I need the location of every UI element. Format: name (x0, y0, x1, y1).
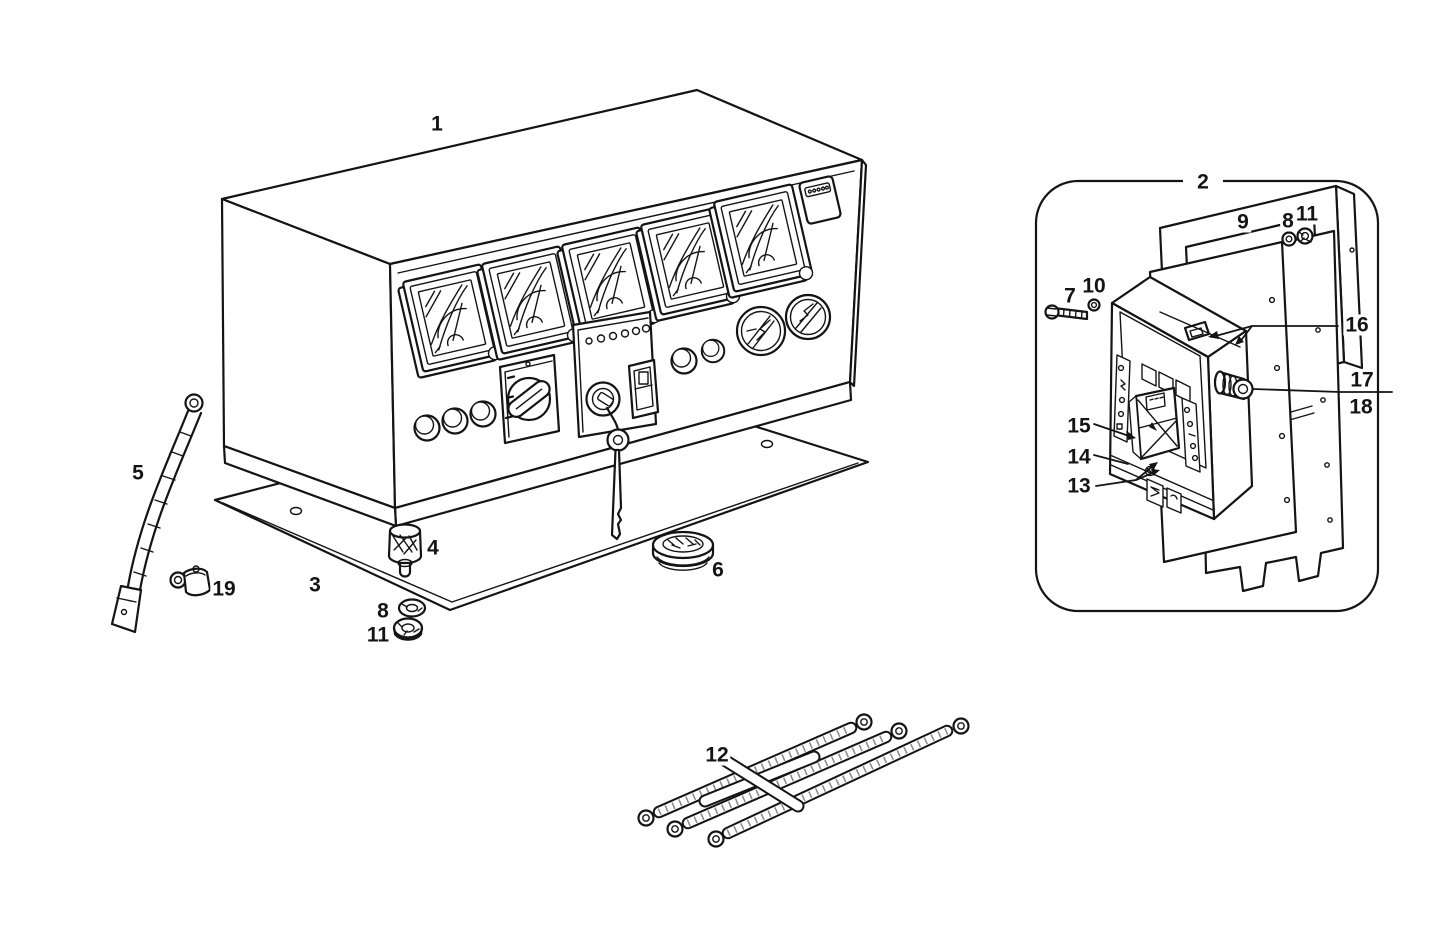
unit-tab (1141, 363, 1157, 387)
callout-part-14: 14 (1065, 445, 1093, 469)
plate-hole (289, 506, 303, 516)
callout-part-3: 3 (307, 573, 323, 597)
washer-lower (397, 598, 427, 618)
rotary-switch (498, 353, 561, 445)
unit-side-face (1206, 329, 1254, 521)
bolt (1044, 304, 1089, 321)
callout-part-5: 5 (130, 461, 146, 485)
callout-part-9: 9 (1235, 210, 1251, 234)
rubber-mount (387, 523, 423, 578)
adjust-knob (1213, 370, 1254, 401)
grommet (651, 530, 715, 571)
callout-part-6: 6 (710, 558, 726, 582)
key-switch-panel (571, 310, 660, 439)
callout-part-13: 13 (1065, 474, 1093, 498)
callout-part-10: 10 (1080, 274, 1108, 298)
battery-strap-set (637, 713, 970, 848)
callout-part-17: 17 (1348, 368, 1376, 392)
ground-strap (110, 393, 204, 634)
push-button-mid-2 (700, 338, 726, 364)
unit-right-strip (1181, 397, 1201, 473)
rocker-switch (627, 358, 660, 420)
unit-rocker (1128, 386, 1181, 461)
name-plate (798, 175, 842, 225)
push-button-left-3 (469, 400, 497, 428)
key-switch (585, 381, 621, 417)
box-right-edge (848, 158, 868, 388)
callout-detail-panel-2: 2 (1195, 170, 1211, 194)
callout-part-4: 4 (425, 536, 441, 560)
washer-10 (1087, 298, 1101, 312)
round-gauge-left (735, 305, 787, 357)
callout-part-7: 7 (1062, 284, 1078, 308)
lock-nut-lower (392, 617, 424, 641)
callout-part-18: 18 (1347, 395, 1375, 419)
callout-part-1: 1 (429, 112, 445, 136)
key (605, 406, 630, 541)
nut-upper (1296, 227, 1314, 245)
unit-left-strip (1113, 354, 1131, 443)
callout-part-16: 16 (1343, 313, 1371, 337)
unit-bottom-tabs (1146, 478, 1182, 514)
callout-part-8-upper: 8 (1280, 209, 1296, 233)
plate-hole (760, 439, 774, 449)
unit-latch (1159, 311, 1241, 348)
callout-part-19: 19 (210, 577, 238, 601)
callout-part-11-lower: 11 (364, 623, 392, 647)
round-gauge-right (784, 293, 832, 341)
push-button-left-1 (413, 414, 441, 442)
callout-part-8-lower: 8 (375, 599, 391, 623)
push-button-mid-1 (670, 347, 698, 375)
ring-terminals (637, 713, 970, 848)
callout-part-11-upper: 11 (1293, 202, 1321, 226)
push-button-left-2 (441, 407, 469, 435)
detail-panel (1034, 170, 1393, 613)
callout-part-12: 12 (703, 743, 731, 767)
washer-upper (1281, 231, 1297, 247)
callout-part-15: 15 (1065, 414, 1093, 438)
leader-lines (1093, 325, 1393, 487)
cable-clamp (169, 565, 212, 597)
